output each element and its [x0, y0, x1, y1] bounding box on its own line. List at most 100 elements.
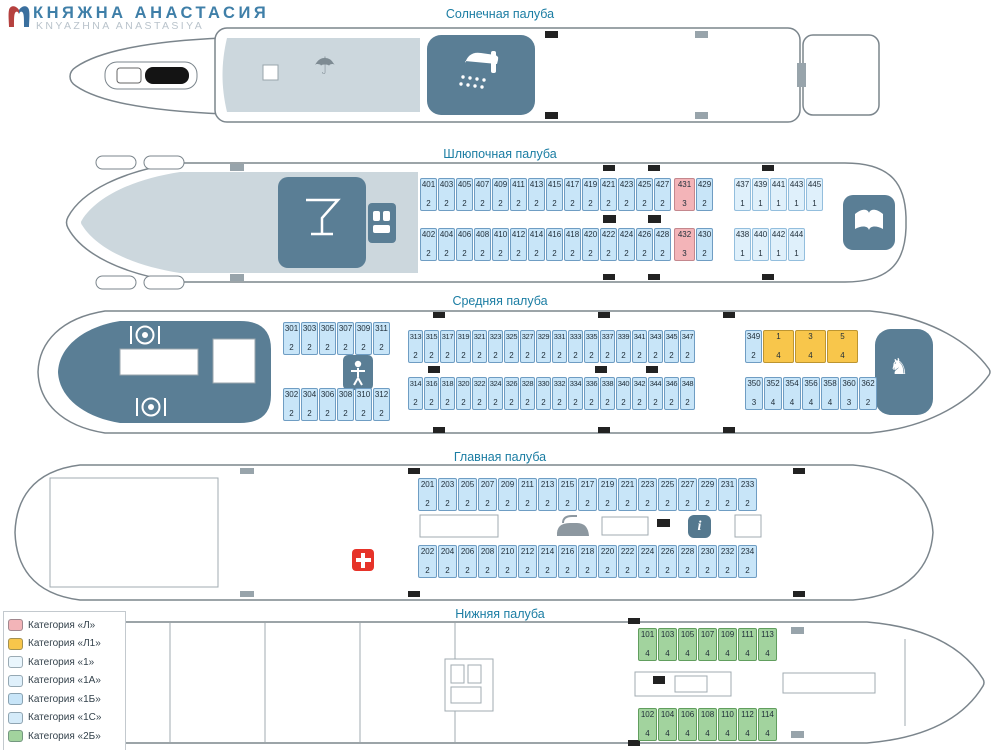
cabin-338[interactable]: 3382	[600, 377, 615, 410]
cabin-336[interactable]: 3362	[584, 377, 599, 410]
cabin-348[interactable]: 3482	[680, 377, 695, 410]
cabin-437[interactable]: 4371	[734, 178, 751, 211]
cabin-407[interactable]: 4072	[474, 178, 491, 211]
cabin-441[interactable]: 4411	[770, 178, 787, 211]
cabin-358[interactable]: 3584	[821, 377, 839, 410]
cabin-429[interactable]: 4292	[696, 178, 713, 211]
cabin-445[interactable]: 4451	[806, 178, 823, 211]
cabin-234[interactable]: 2342	[738, 545, 757, 578]
cabin-301[interactable]: 3012	[283, 322, 300, 355]
cabin-316[interactable]: 3162	[424, 377, 439, 410]
cabin-330[interactable]: 3302	[536, 377, 551, 410]
cabin-313[interactable]: 3132	[408, 330, 423, 363]
cabin-113[interactable]: 1134	[758, 628, 777, 661]
cabin-5[interactable]: 54	[827, 330, 858, 363]
cabin-440[interactable]: 4401	[752, 228, 769, 261]
cabin-201[interactable]: 2012	[418, 478, 437, 511]
cabin-354[interactable]: 3544	[783, 377, 801, 410]
cabin-418[interactable]: 4182	[564, 228, 581, 261]
cabin-232[interactable]: 2322	[718, 545, 737, 578]
cabin-335[interactable]: 3352	[584, 330, 599, 363]
cabin-222[interactable]: 2222	[618, 545, 637, 578]
cabin-339[interactable]: 3392	[616, 330, 631, 363]
cabin-349[interactable]: 3492	[745, 330, 762, 363]
cabin-303[interactable]: 3032	[301, 322, 318, 355]
cabin-327[interactable]: 3272	[520, 330, 535, 363]
cabin-404[interactable]: 4042	[438, 228, 455, 261]
cabin-317[interactable]: 3172	[440, 330, 455, 363]
cabin-114[interactable]: 1144	[758, 708, 777, 741]
cabin-432[interactable]: 4323	[674, 228, 695, 261]
cabin-319[interactable]: 3192	[456, 330, 471, 363]
cabin-101[interactable]: 1014	[638, 628, 657, 661]
cabin-402[interactable]: 4022	[420, 228, 437, 261]
cabin-421[interactable]: 4212	[600, 178, 617, 211]
cabin-220[interactable]: 2202	[598, 545, 617, 578]
cabin-416[interactable]: 4162	[546, 228, 563, 261]
cabin-413[interactable]: 4132	[528, 178, 545, 211]
cabin-439[interactable]: 4391	[752, 178, 769, 211]
cabin-324[interactable]: 3242	[488, 377, 503, 410]
cabin-308[interactable]: 3082	[337, 388, 354, 421]
cabin-230[interactable]: 2302	[698, 545, 717, 578]
cabin-227[interactable]: 2272	[678, 478, 697, 511]
cabin-106[interactable]: 1064	[678, 708, 697, 741]
cabin-104[interactable]: 1044	[658, 708, 677, 741]
cabin-205[interactable]: 2052	[458, 478, 477, 511]
cabin-302[interactable]: 3022	[283, 388, 300, 421]
cabin-401[interactable]: 4012	[420, 178, 437, 211]
cabin-109[interactable]: 1094	[718, 628, 737, 661]
cabin-102[interactable]: 1024	[638, 708, 657, 741]
cabin-362[interactable]: 3622	[859, 377, 877, 410]
cabin-408[interactable]: 4082	[474, 228, 491, 261]
cabin-409[interactable]: 4092	[492, 178, 509, 211]
cabin-321[interactable]: 3212	[472, 330, 487, 363]
cabin-206[interactable]: 2062	[458, 545, 477, 578]
cabin-342[interactable]: 3422	[632, 377, 647, 410]
cabin-411[interactable]: 4112	[510, 178, 527, 211]
cabin-214[interactable]: 2142	[538, 545, 557, 578]
cabin-325[interactable]: 3252	[504, 330, 519, 363]
cabin-424[interactable]: 4242	[618, 228, 635, 261]
cabin-208[interactable]: 2082	[478, 545, 497, 578]
cabin-310[interactable]: 3102	[355, 388, 372, 421]
cabin-352[interactable]: 3524	[764, 377, 782, 410]
cabin-202[interactable]: 2022	[418, 545, 437, 578]
cabin-326[interactable]: 3262	[504, 377, 519, 410]
cabin-412[interactable]: 4122	[510, 228, 527, 261]
cabin-444[interactable]: 4441	[788, 228, 805, 261]
cabin-215[interactable]: 2152	[558, 478, 577, 511]
cabin-111[interactable]: 1114	[738, 628, 757, 661]
cabin-318[interactable]: 3182	[440, 377, 455, 410]
cabin-110[interactable]: 1104	[718, 708, 737, 741]
cabin-306[interactable]: 3062	[319, 388, 336, 421]
cabin-211[interactable]: 2112	[518, 478, 537, 511]
cabin-312[interactable]: 3122	[373, 388, 390, 421]
cabin-406[interactable]: 4062	[456, 228, 473, 261]
cabin-229[interactable]: 2292	[698, 478, 717, 511]
cabin-221[interactable]: 2212	[618, 478, 637, 511]
cabin-334[interactable]: 3342	[568, 377, 583, 410]
cabin-224[interactable]: 2242	[638, 545, 657, 578]
cabin-203[interactable]: 2032	[438, 478, 457, 511]
cabin-112[interactable]: 1124	[738, 708, 757, 741]
cabin-209[interactable]: 2092	[498, 478, 517, 511]
cabin-328[interactable]: 3282	[520, 377, 535, 410]
cabin-331[interactable]: 3312	[552, 330, 567, 363]
cabin-207[interactable]: 2072	[478, 478, 497, 511]
cabin-216[interactable]: 2162	[558, 545, 577, 578]
cabin-204[interactable]: 2042	[438, 545, 457, 578]
cabin-423[interactable]: 4232	[618, 178, 635, 211]
cabin-414[interactable]: 4142	[528, 228, 545, 261]
cabin-419[interactable]: 4192	[582, 178, 599, 211]
cabin-346[interactable]: 3462	[664, 377, 679, 410]
cabin-212[interactable]: 2122	[518, 545, 537, 578]
cabin-410[interactable]: 4102	[492, 228, 509, 261]
cabin-430[interactable]: 4302	[696, 228, 713, 261]
cabin-108[interactable]: 1084	[698, 708, 717, 741]
cabin-347[interactable]: 3472	[680, 330, 695, 363]
cabin-1[interactable]: 14	[763, 330, 794, 363]
cabin-333[interactable]: 3332	[568, 330, 583, 363]
cabin-428[interactable]: 4282	[654, 228, 671, 261]
cabin-420[interactable]: 4202	[582, 228, 599, 261]
